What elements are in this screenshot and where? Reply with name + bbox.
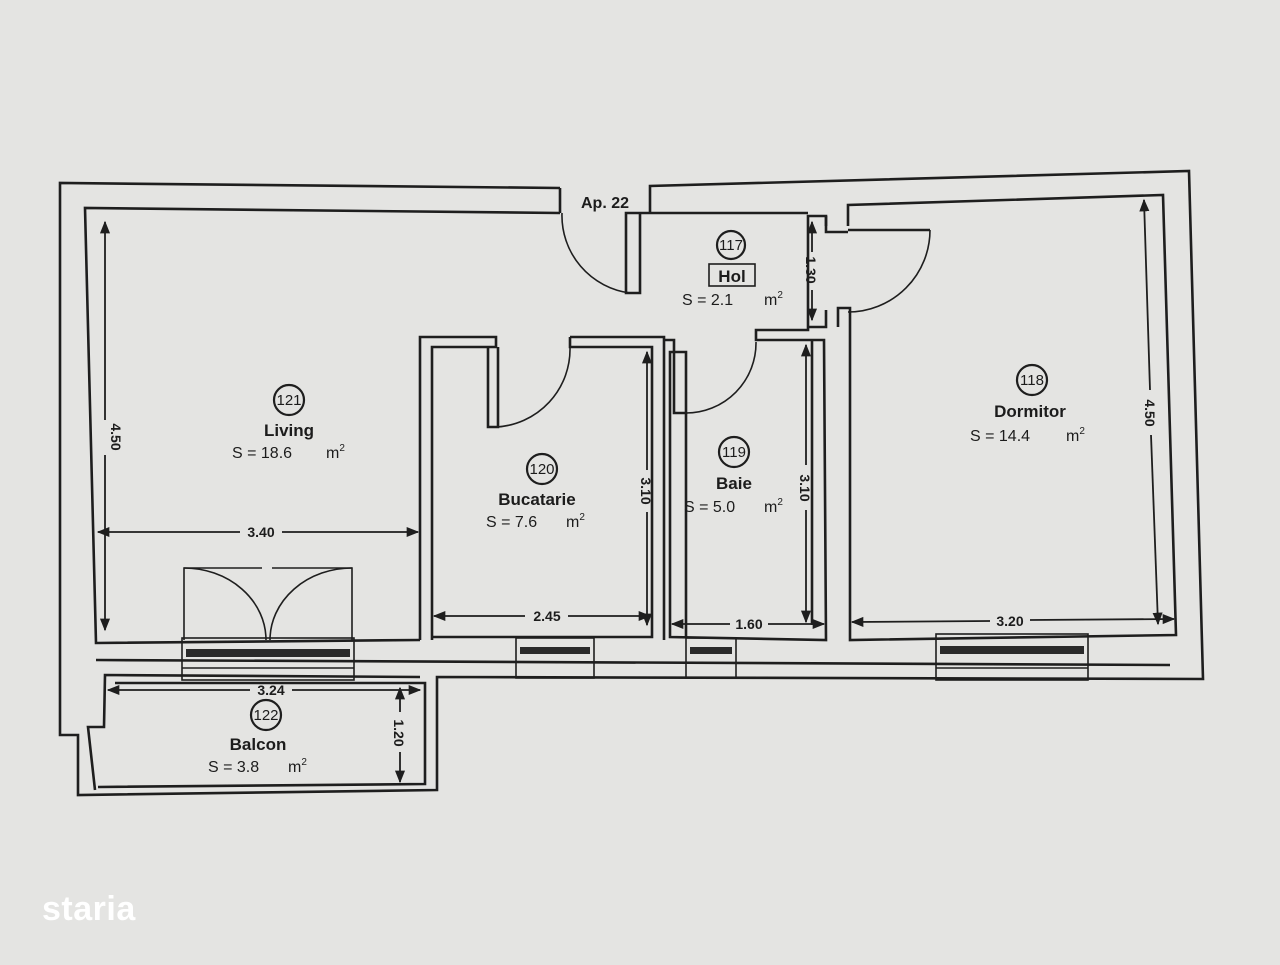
dimension-labels: 4.50 3.40 3.10 2.45 3.10 1.60 1.30 4.50 …	[108, 256, 1158, 746]
outer-wall	[58, 169, 1205, 797]
hall-wall	[624, 211, 808, 295]
dim-bedroom-height: 4.50	[1142, 399, 1158, 426]
balcony-door-leaf-right	[272, 567, 353, 640]
dim-bath-width: 1.60	[735, 616, 762, 632]
dim-balcony-width: 3.24	[257, 682, 284, 698]
kitchen-outline	[570, 335, 666, 640]
room-number-circle	[1015, 363, 1049, 397]
kitchen-outer-wall	[418, 335, 498, 640]
room-area-unit: m2	[288, 757, 307, 776]
dim-balcony-height: 1.20	[391, 719, 407, 746]
room-dormitor: 118 Dormitor S = 14.4 m2	[970, 363, 1085, 445]
entry-door-swing	[561, 212, 631, 294]
room-area: S = 7.6	[486, 514, 537, 531]
room-name: Dormitor	[994, 402, 1066, 421]
room-area: S = 14.4	[970, 428, 1030, 445]
room-number-circle	[272, 383, 306, 417]
room-hol: 117 Hol S = 2.1 m2	[682, 229, 783, 309]
bedroom-door-swing	[847, 229, 931, 313]
windows	[181, 633, 1089, 681]
room-baie: 119 Baie S = 5.0 m2	[684, 435, 783, 516]
room-number-circle	[525, 452, 559, 486]
room-area: S = 3.8	[208, 759, 259, 776]
room-area-unit: m2	[764, 290, 783, 309]
room-living: 121 Living S = 18.6 m2	[232, 383, 345, 462]
room-number-circle	[717, 435, 751, 469]
room-number: 119	[722, 444, 746, 461]
dim-hall-height: 1.30	[803, 256, 819, 283]
hall-right-stub	[808, 310, 828, 329]
room-name: Hol	[718, 267, 745, 286]
dim-line-bedroom-width-right	[1029, 614, 1176, 625]
dimension-lines	[96, 198, 1176, 784]
staria-logo: staria	[42, 890, 136, 928]
room-name: Baie	[716, 474, 752, 493]
dim-bedroom-width: 3.20	[996, 613, 1023, 629]
room-name: Balcon	[230, 735, 287, 754]
window-living	[181, 637, 355, 681]
room-area: S = 5.0	[684, 499, 735, 516]
window-bath	[685, 637, 737, 679]
room-number: 117	[719, 237, 743, 254]
dim-line-bedroom-height-top	[1139, 198, 1151, 391]
balcony-door-leaf-left	[183, 567, 262, 640]
room-area-unit: m2	[1066, 426, 1085, 445]
dim-kitchen-width: 2.45	[533, 608, 560, 624]
room-bucatarie: 120 Bucatarie S = 7.6 m2	[486, 452, 585, 531]
room-number-circle	[249, 698, 283, 732]
room-area-unit: m2	[326, 443, 345, 462]
dim-line-bedroom-height-bottom	[1150, 434, 1163, 626]
balcony-door-swing-left	[183, 567, 267, 641]
kitchen-right-wall	[432, 337, 654, 639]
room-area-unit: m2	[566, 512, 585, 531]
kitchen-door-swing	[495, 346, 571, 428]
dim-living-width: 3.40	[247, 524, 274, 540]
dim-kitchen-height: 3.10	[638, 477, 654, 504]
bedroom-door-frame	[824, 216, 848, 234]
walls	[58, 169, 1205, 797]
apartment-label: Ap. 22	[581, 195, 629, 212]
room-number: 118	[1020, 372, 1044, 389]
room-number: 122	[253, 707, 278, 724]
room-area: S = 18.6	[232, 445, 292, 462]
balcony-inner-wall	[86, 673, 421, 791]
window-bedroom	[935, 633, 1089, 681]
room-number: 120	[529, 461, 554, 478]
room-balcon: 122 Balcon S = 3.8 m2	[208, 698, 307, 776]
facade-line	[95, 658, 1171, 667]
bath-walls	[664, 214, 828, 642]
dim-line-bedroom-width-left	[850, 616, 991, 627]
room-name: Living	[264, 421, 314, 440]
room-number-circle	[715, 229, 747, 261]
doors	[183, 212, 931, 641]
kitchen-door-stub-left	[486, 347, 500, 429]
bedroom-walls	[836, 193, 1178, 642]
dim-living-height: 4.50	[108, 423, 124, 450]
dim-bath-height: 3.10	[797, 474, 813, 501]
balcony-door-swing-right	[269, 567, 353, 641]
room-area: S = 2.1	[682, 292, 733, 309]
living-inner-wall	[83, 206, 561, 645]
room-name: Bucatarie	[498, 490, 575, 509]
window-kitchen	[515, 637, 595, 679]
room-area-unit: m2	[764, 497, 783, 516]
room-name-box	[708, 263, 756, 287]
bath-door-swing	[685, 341, 757, 414]
room-number: 121	[276, 392, 301, 409]
balcony-rail	[97, 681, 427, 789]
